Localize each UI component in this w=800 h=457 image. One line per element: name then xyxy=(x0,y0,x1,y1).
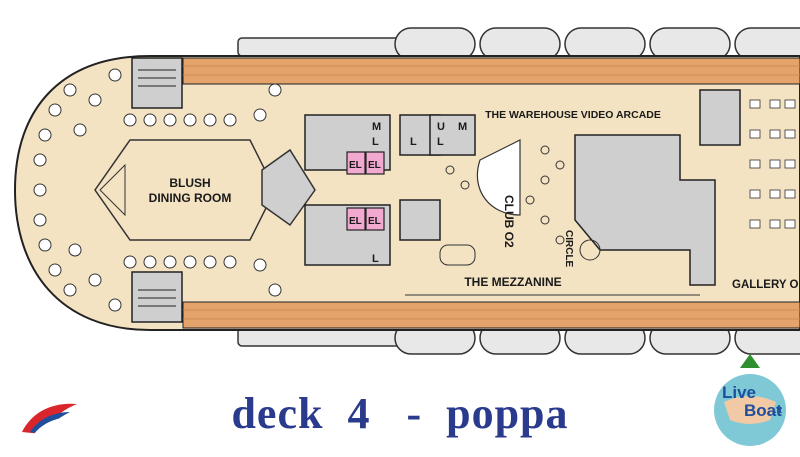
elevators xyxy=(346,151,385,231)
liveboat-line2: Boat xyxy=(744,401,782,420)
marker-el-1: EL xyxy=(349,160,362,171)
room-label-mezzanine: THE MEZZANINE xyxy=(464,275,561,289)
marker-l-upper: L xyxy=(372,136,379,148)
club-o2-curve xyxy=(476,139,521,216)
dining-room-outline xyxy=(94,139,276,241)
marker-el-4: EL xyxy=(368,216,381,227)
liveboat-suffix: .it xyxy=(774,405,782,415)
room-label-club: CLUB O2 xyxy=(502,195,516,248)
dining-tables xyxy=(123,83,282,297)
room-label-dining-1: BLUSH xyxy=(169,176,210,190)
gallery-seating xyxy=(749,99,796,229)
marker-el-2: EL xyxy=(368,160,381,171)
room-label-gallery: GALLERY O xyxy=(732,279,799,291)
marker-l-core-2: L xyxy=(437,136,444,148)
marker-l-lower: L xyxy=(372,253,379,265)
marker-el-3: EL xyxy=(349,216,362,227)
liveboat-logo: Live Boat .it xyxy=(714,354,786,446)
deck-caption: deck 4 - poppa xyxy=(231,389,569,438)
liveboat-line1: Live xyxy=(722,383,756,402)
marker-l-core: L xyxy=(410,136,417,148)
room-label-circle: CIRCLE xyxy=(563,230,574,268)
carnival-funnel-logo xyxy=(22,403,77,434)
room-label-arcade: THE WAREHOUSE VIDEO ARCADE xyxy=(485,109,661,121)
dining-room-bar xyxy=(261,148,316,227)
club-seating xyxy=(439,145,601,266)
bow-seating xyxy=(33,68,122,312)
marker-m: M xyxy=(372,121,381,133)
room-label-dining-2: DINING ROOM xyxy=(149,191,232,205)
arcade-structure xyxy=(574,89,741,286)
stairwells-bow xyxy=(131,57,183,323)
promenade-decks xyxy=(182,57,800,329)
marker-m-core: M xyxy=(458,121,467,133)
lifeboats-top xyxy=(237,27,800,61)
marker-u: U xyxy=(437,121,445,133)
